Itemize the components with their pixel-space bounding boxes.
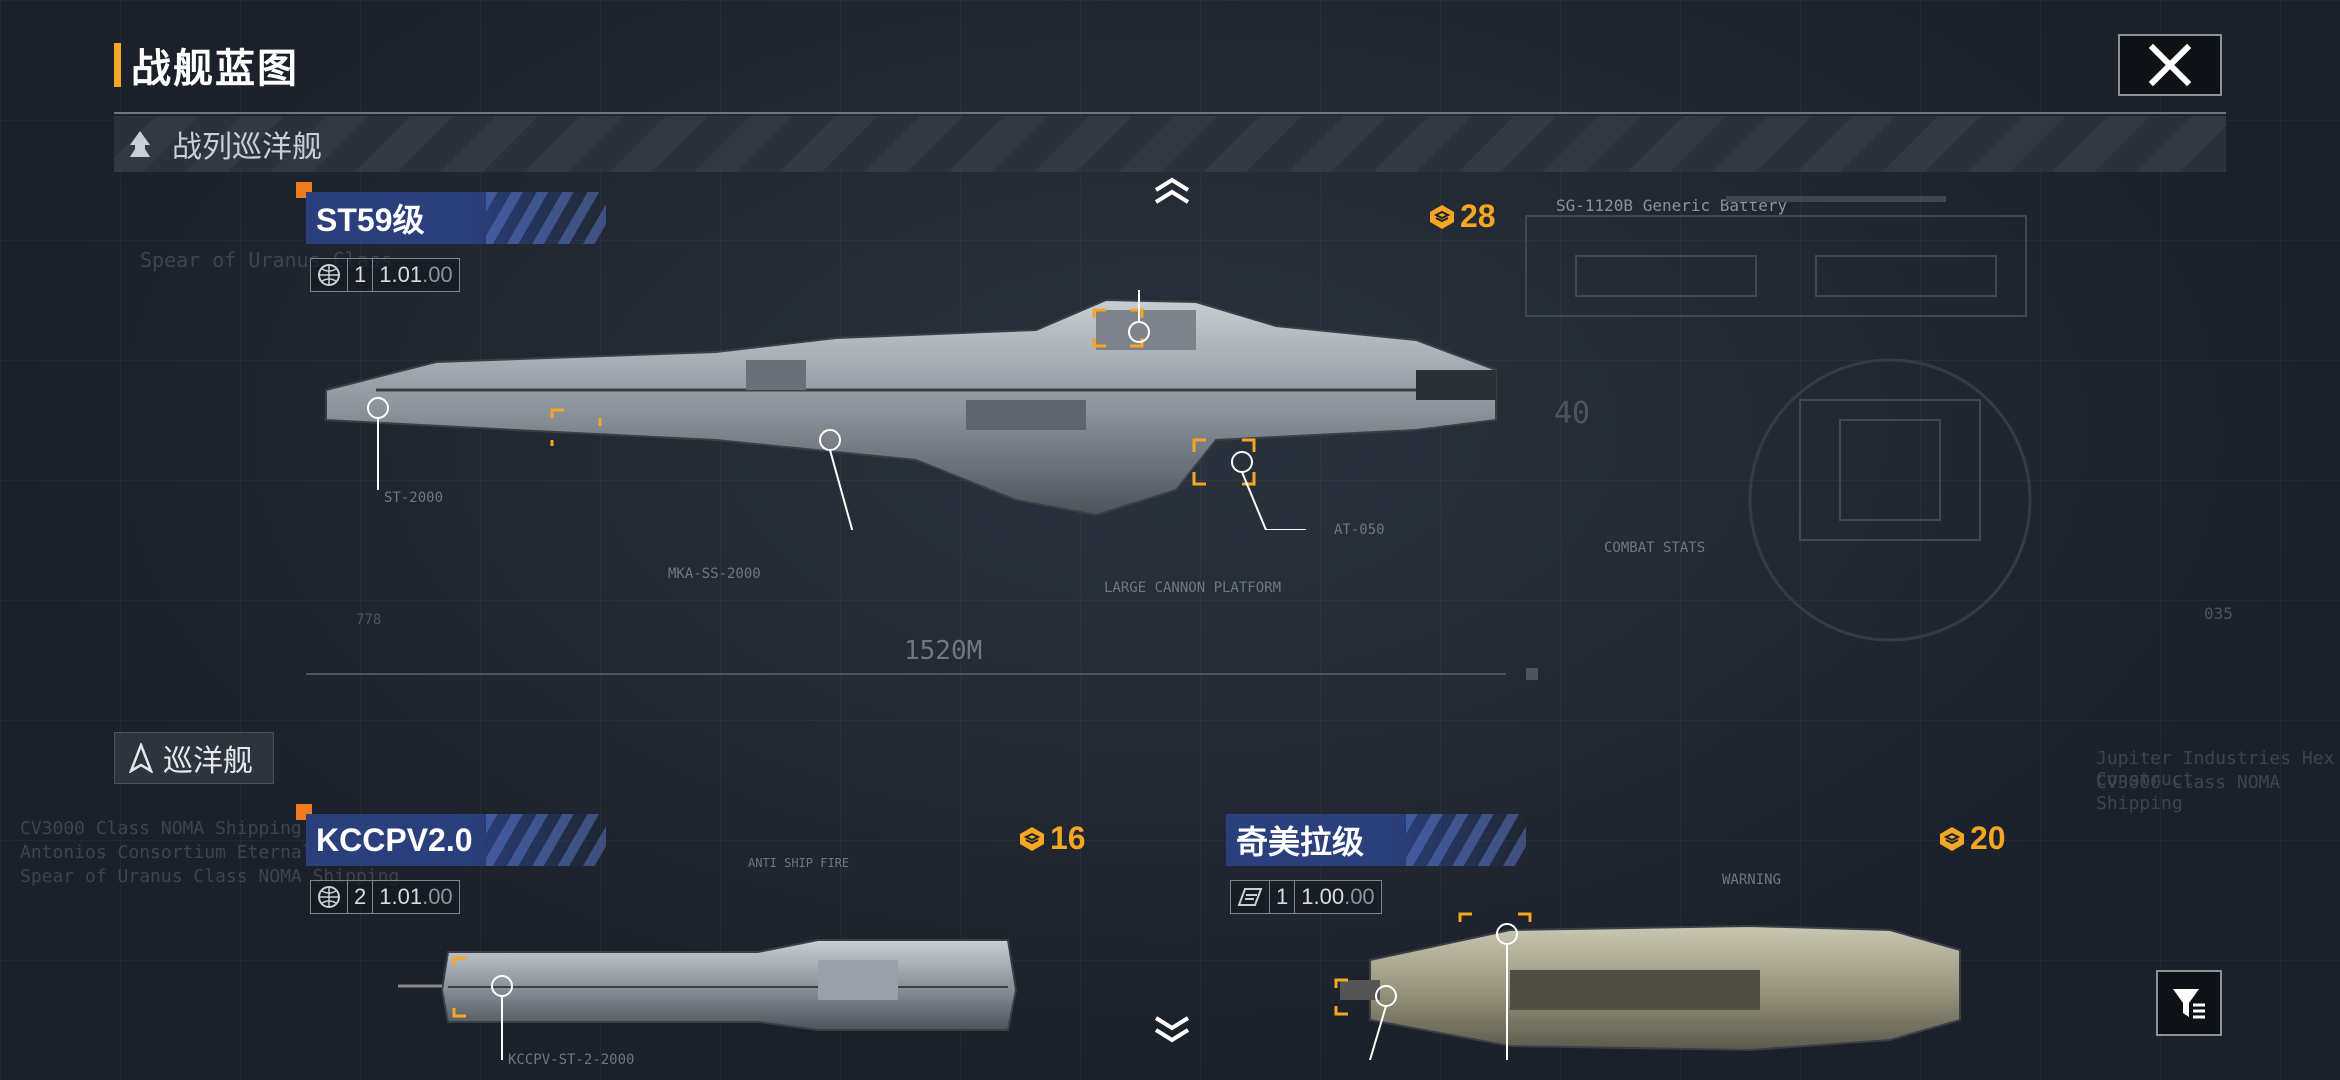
battlecruiser-icon bbox=[130, 131, 150, 157]
hud-weapon: AT-050 bbox=[1334, 522, 1385, 538]
scroll-down-icon[interactable] bbox=[1152, 1016, 1192, 1044]
category-label: 巡洋舰 bbox=[163, 745, 253, 778]
ship-cost: 16 bbox=[1018, 820, 1086, 857]
hud-weapon: KCCPV-ST-2-2000 bbox=[508, 1052, 635, 1068]
title-accent bbox=[114, 43, 121, 87]
hud-combat-stats: COMBAT STATS bbox=[1604, 540, 1706, 556]
ship-name-plate: ST59级 bbox=[306, 192, 606, 244]
ship-name: KCCPV2.0 bbox=[316, 821, 473, 858]
length-ruler bbox=[306, 668, 1538, 680]
hud-length: 1520M bbox=[904, 636, 983, 666]
version-minor: .00 bbox=[422, 884, 453, 909]
ship-version: 1.01.00 bbox=[373, 259, 458, 291]
hud-warning: WARNING bbox=[1722, 872, 1782, 888]
close-icon bbox=[2148, 43, 2192, 87]
ship-model-chimera bbox=[1334, 912, 1961, 1060]
scroll-up-icon[interactable] bbox=[1152, 176, 1192, 204]
hud-ref: 40 bbox=[1554, 396, 1591, 431]
ship-cost: 20 bbox=[1938, 820, 2006, 857]
cost-icon bbox=[1430, 204, 1454, 229]
version-minor: .00 bbox=[1344, 884, 1375, 909]
cost-value: 20 bbox=[1970, 820, 2006, 856]
ship-stats: 2 1.01.00 bbox=[310, 880, 460, 914]
globe-icon bbox=[311, 259, 348, 291]
schematic-radar bbox=[1748, 358, 2032, 642]
ship-cost: 28 bbox=[1428, 198, 1496, 235]
ship-model-kccpv bbox=[398, 939, 1018, 1060]
version-major: 1.01 bbox=[379, 884, 423, 909]
cost-icon bbox=[1940, 826, 1964, 851]
ship-name: ST59级 bbox=[316, 202, 425, 238]
hud-weapon: MKA-SS-2000 bbox=[668, 566, 761, 582]
ship-stats: 1 1.01.00 bbox=[310, 258, 460, 292]
ship-stats: 1 1.00.00 bbox=[1230, 880, 1382, 914]
label-stripes bbox=[486, 814, 606, 866]
hud-weapon: ST-2000 bbox=[384, 490, 444, 506]
page-title: 战舰蓝图 bbox=[131, 47, 299, 91]
ship-version: 1.00.00 bbox=[1295, 881, 1380, 913]
faction-icon bbox=[1231, 881, 1270, 913]
category-battlecruiser: 战列巡洋舰 bbox=[114, 116, 2226, 172]
header-divider bbox=[114, 112, 2226, 114]
hud-platform: LARGE CANNON PLATFORM bbox=[1104, 580, 1282, 596]
close-button[interactable] bbox=[2118, 34, 2222, 96]
label-stripes bbox=[486, 192, 606, 244]
hud-ref: 778 bbox=[356, 612, 382, 628]
ship-model-st59 bbox=[325, 290, 1497, 530]
bg-text: CV3000 Class NOMA Shipping bbox=[2096, 772, 2281, 814]
hud-ref: 035 bbox=[2204, 604, 2233, 623]
cost-value: 16 bbox=[1050, 820, 1086, 856]
version-major: 1.00 bbox=[1301, 884, 1345, 909]
ship-card-kccpv[interactable]: KCCPV2.0 2 1.01.00 bbox=[296, 804, 1086, 1080]
ship-name-plate: KCCPV2.0 bbox=[306, 814, 606, 866]
globe-icon bbox=[311, 881, 348, 913]
category-cruiser: 巡洋舰 bbox=[114, 732, 274, 784]
ship-card-chimera[interactable]: 奇美拉级 1 1.00.00 bbox=[1226, 814, 2006, 1080]
ship-tier: 2 bbox=[348, 881, 374, 913]
page-header: 战舰蓝图 bbox=[114, 40, 299, 91]
ship-name: 奇美拉级 bbox=[1236, 824, 1365, 860]
schematic-panel bbox=[1525, 196, 2027, 317]
bg-text: CV3000 Class NOMA Shipping Group bbox=[20, 818, 367, 839]
version-minor: .00 bbox=[422, 262, 453, 287]
ship-name-plate: 奇美拉级 bbox=[1226, 814, 1526, 866]
cost-icon bbox=[1020, 826, 1044, 851]
filter-button[interactable] bbox=[2156, 970, 2222, 1036]
ship-tier: 1 bbox=[348, 259, 374, 291]
bg-text: Antonios Consortium Eternal Storm bbox=[20, 842, 378, 863]
version-major: 1.01 bbox=[379, 262, 423, 287]
bg-text: Spear of Uranus Class NOMA Shipping bbox=[20, 866, 400, 887]
bg-text: Jupiter Industries Hex Construct bbox=[2096, 748, 2335, 790]
hud-anti-ship: ANTI SHIP FIRE bbox=[748, 856, 850, 870]
category-label: 战列巡洋舰 bbox=[172, 131, 322, 164]
cruiser-icon bbox=[129, 743, 153, 773]
ship-tier: 1 bbox=[1270, 881, 1296, 913]
filter-icon bbox=[2173, 989, 2205, 1019]
cost-value: 28 bbox=[1460, 198, 1496, 234]
ship-version: 1.01.00 bbox=[373, 881, 458, 913]
ship-card-st59[interactable]: ST59级 1 1.01.00 bbox=[296, 182, 1506, 692]
label-stripes bbox=[1406, 814, 1526, 866]
